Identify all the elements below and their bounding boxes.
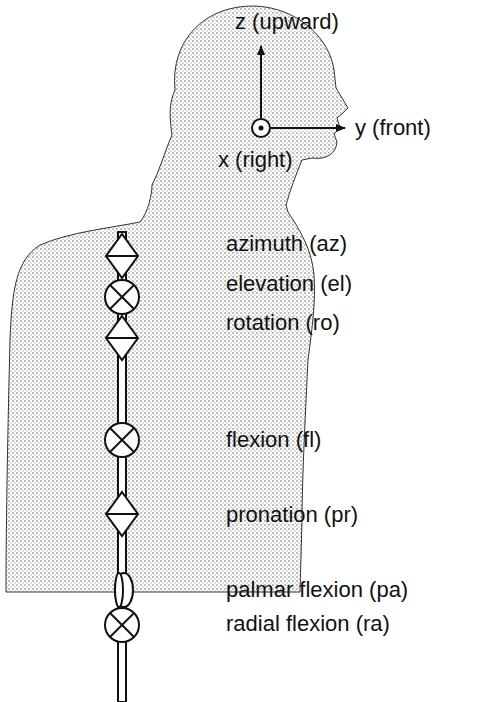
- joint-label: pronation (pr): [226, 503, 358, 527]
- joint-label: palmar flexion (pa): [226, 578, 408, 602]
- joint-label: flexion (fl): [226, 428, 321, 452]
- x-axis-dot: [259, 126, 264, 131]
- joint-symbols: [105, 234, 139, 642]
- ra-joint: [105, 608, 139, 642]
- axis-label: y (front): [355, 116, 431, 140]
- z-axis: [260, 46, 262, 118]
- y-axis: [271, 127, 345, 129]
- ro-joint: [106, 316, 138, 360]
- joint-label: rotation (ro): [226, 311, 340, 335]
- el-joint: [105, 280, 139, 314]
- fl-joint: [105, 423, 139, 457]
- joint-label: azimuth (az): [226, 232, 347, 256]
- pa-joint: [115, 573, 133, 607]
- joint-label: radial flexion (ra): [226, 612, 390, 636]
- axis-label: z (upward): [235, 10, 339, 34]
- az-joint: [106, 234, 138, 278]
- joint-label: elevation (el): [226, 272, 352, 296]
- pr-joint: [106, 492, 138, 536]
- axis-label: x (right): [218, 148, 293, 172]
- x-axis-symbol: [252, 119, 270, 137]
